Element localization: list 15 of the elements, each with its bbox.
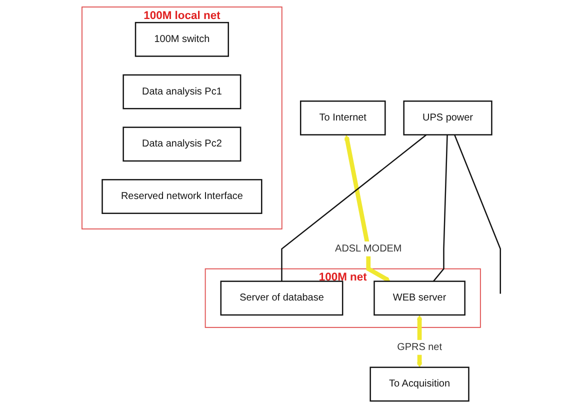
node-box: Server of database: [220, 280, 343, 316]
node-box: To Acquisition: [369, 366, 469, 402]
connector: [454, 134, 501, 294]
node-box: Data analysis Pc2: [122, 126, 241, 162]
node-box: UPS power: [402, 100, 492, 136]
edge-label: GPRS net: [396, 342, 442, 352]
connector: [432, 134, 448, 282]
node-box: WEB server: [373, 280, 466, 316]
arrow: [344, 134, 390, 282]
edge-label: ADSL MODEM: [334, 243, 402, 254]
node-box: Data analysis Pc1: [122, 74, 241, 110]
node-box: Reserved network Interface: [101, 179, 262, 214]
connector: [280, 134, 426, 282]
node-box: To Internet: [300, 100, 386, 136]
node-box: 100M switch: [134, 22, 229, 57]
